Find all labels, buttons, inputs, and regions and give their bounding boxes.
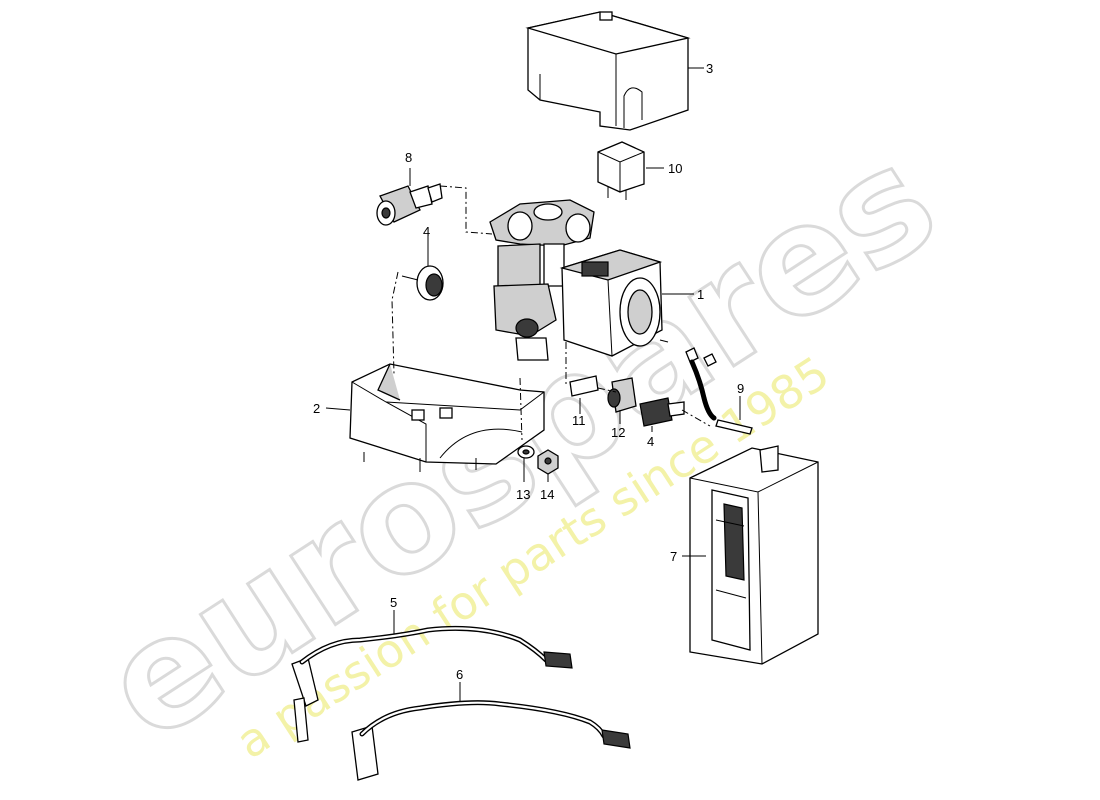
callout-4-lower: 4 [647, 434, 654, 449]
part-sensor-rear [351, 700, 631, 781]
assembly-lines [391, 185, 711, 441]
part-control-unit [689, 445, 819, 665]
callout-8: 8 [405, 150, 412, 165]
part-bracket [349, 363, 545, 472]
part-ground-cable [685, 347, 753, 435]
part-hydraulic-unit [489, 199, 669, 361]
part-relay [597, 141, 645, 200]
callout-1: 1 [697, 287, 704, 302]
callout-3: 3 [706, 61, 713, 76]
callout-12: 12 [611, 425, 625, 440]
callout-11: 11 [572, 413, 586, 428]
leader-lines [325, 67, 741, 702]
part-sensor-front [291, 625, 573, 743]
callout-5: 5 [390, 595, 397, 610]
part-cap-upper [401, 265, 444, 301]
callout-14: 14 [540, 487, 554, 502]
callout-13: 13 [516, 487, 530, 502]
part-nut [537, 449, 559, 475]
callout-9: 9 [737, 381, 744, 396]
part-cap-lower [639, 397, 685, 427]
callout-labels: 3 10 8 4 1 2 11 12 4 9 13 14 7 5 6 [313, 61, 744, 682]
part-pressure-switch [376, 183, 443, 226]
callout-6: 6 [456, 667, 463, 682]
callout-2: 2 [313, 401, 320, 416]
part-washer [517, 445, 535, 459]
part-stud [569, 375, 599, 397]
callout-4-upper: 4 [423, 224, 430, 239]
callout-10: 10 [668, 161, 682, 176]
callout-7: 7 [670, 549, 677, 564]
part-damper [607, 377, 637, 413]
part-cover [525, 11, 691, 131]
